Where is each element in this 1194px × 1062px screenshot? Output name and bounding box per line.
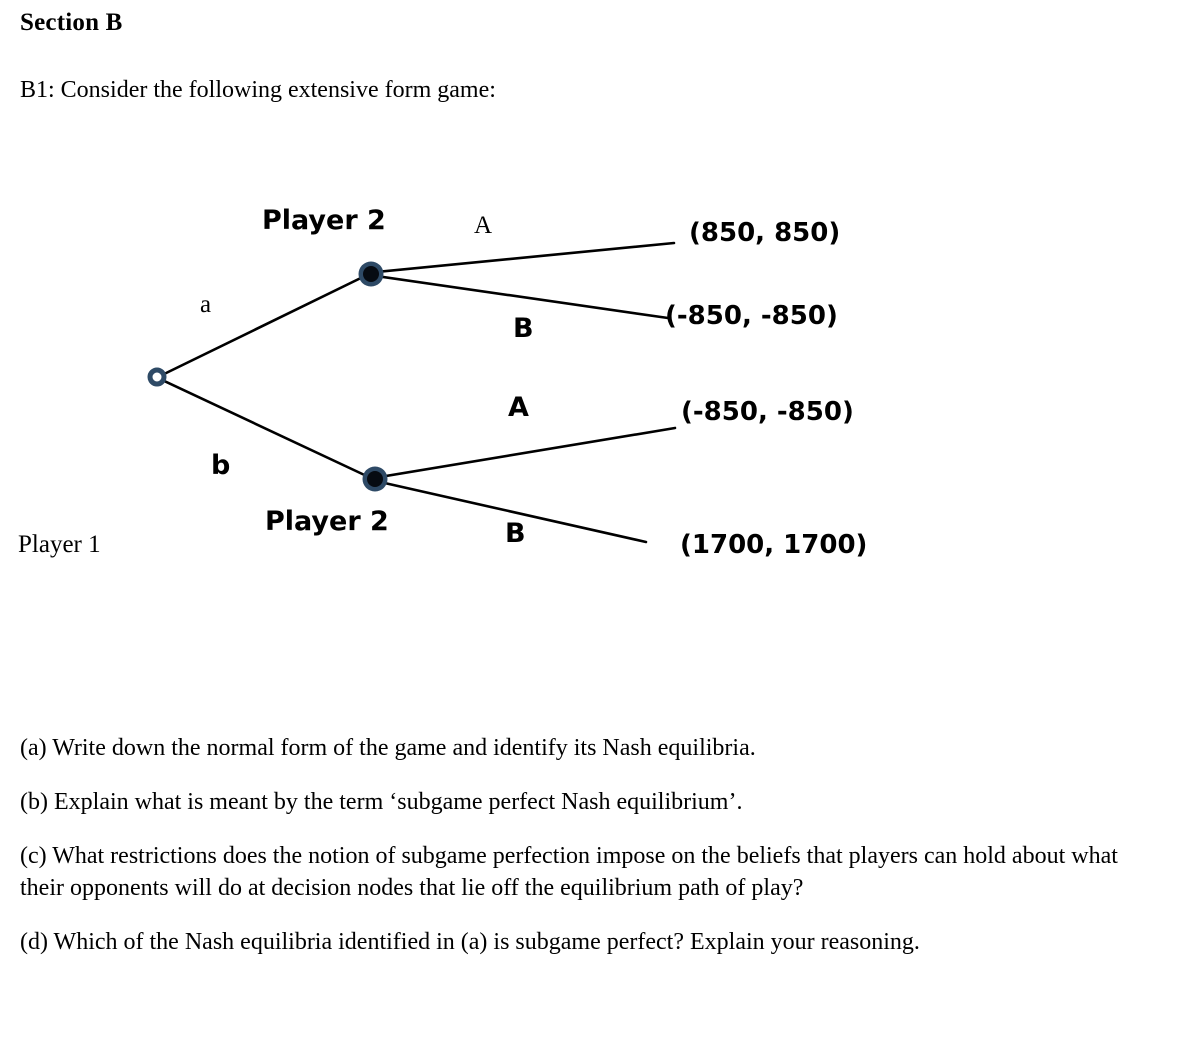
edge-root-to-lower-node [158,377,375,481]
question-c: (c) What restrictions does the notion of… [20,843,1118,901]
label-action-a-lower: A [508,392,529,423]
questions-list: (a) Write down the normal form of the ga… [20,733,1170,958]
payoff-lower-b: (1700, 1700) [680,530,868,560]
label-action-b-root: b [211,450,231,481]
label-action-a-root: a [200,291,212,318]
node-player1-root [147,367,167,387]
game-tree-svg [147,241,677,544]
edge-lower-node-action-b [378,480,648,544]
edge-root-to-upper-node [158,272,371,378]
label-player1: Player 1 [18,531,101,558]
payoff-lower-a: (-850, -850) [681,397,854,427]
label-action-a-upper: A [474,212,493,239]
question-a: (a) Write down the normal form of the ga… [20,735,756,761]
payoff-upper-a: (850, 850) [689,218,841,248]
question-b: (b) Explain what is meant by the term ‘s… [20,789,743,816]
label-action-b-upper: B [513,313,534,344]
edge-upper-node-action-a [374,241,676,274]
node-player2-lower [367,471,383,487]
label-action-b-lower: B [505,518,526,549]
node-player2-upper [363,266,379,282]
payoff-upper-b: (-850, -850) [665,301,838,331]
edge-upper-node-action-b [374,274,670,320]
label-player2-lower: Player 2 [265,506,389,537]
label-player2-upper: Player 2 [262,205,386,236]
question-d: (d) Which of the Nash equilibria identif… [20,928,920,955]
extensive-form-game-tree: Player 1 Player 2 Player 2 a b A B A B (… [0,180,1194,600]
page-title: Section B [20,9,123,36]
question-intro: B1: Consider the following extensive for… [20,77,496,103]
edge-lower-node-action-a [378,426,677,479]
